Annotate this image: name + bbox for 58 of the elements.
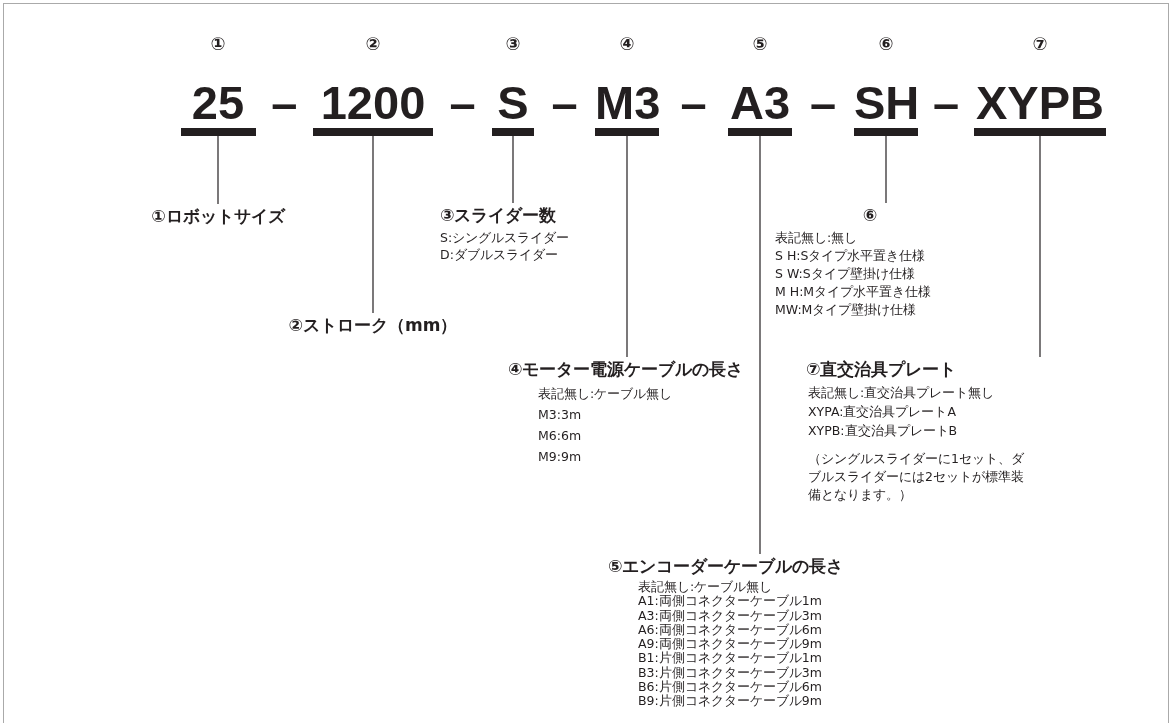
leader-line — [1039, 135, 1041, 358]
option-item: A9:両側コネクターケーブル9m — [637, 637, 823, 652]
option-item: M3:3m — [537, 406, 583, 424]
code-segment: XYPB — [974, 78, 1106, 136]
leader-line — [372, 135, 374, 314]
option-item: 表記無し:ケーブル無し — [637, 580, 774, 595]
leader-line — [885, 135, 887, 204]
code-segment: S — [492, 78, 534, 136]
option-item: M9:9m — [537, 448, 583, 466]
option-item: B9:片側コネクターケーブル9m — [637, 694, 823, 709]
section-heading: ②ストローク（mm） — [287, 314, 459, 337]
option-item: A3:両側コネクターケーブル3m — [637, 608, 823, 623]
section-heading: ①ロボットサイズ — [150, 205, 287, 228]
option-item: B3:片側コネクターケーブル3m — [637, 665, 823, 680]
circled-number: ④ — [618, 33, 636, 55]
code-segment: 25 — [180, 78, 256, 136]
leader-line — [512, 135, 514, 204]
code-segment: 1200 — [313, 78, 433, 136]
circled-number: ③ — [504, 33, 522, 55]
option-item: S W:Sタイプ壁掛け仕様 — [775, 265, 916, 283]
option-item: 表記無し:無し — [775, 229, 859, 247]
code-segment: SH — [854, 78, 918, 136]
section-heading: ④モーター電源ケーブルの長さ — [508, 358, 745, 381]
hyphen-separator: – — [271, 78, 298, 128]
leader-line — [759, 135, 761, 555]
circled-number: ⑤ — [751, 33, 769, 55]
option-item: A6:両側コネクターケーブル6m — [637, 622, 823, 637]
option-item: XYPA:直交治具プレートA — [807, 403, 958, 421]
option-item: S H:Sタイプ水平置き仕様 — [775, 247, 927, 265]
leader-line — [217, 135, 219, 205]
option-item: B6:片側コネクターケーブル6m — [637, 680, 823, 695]
hyphen-separator: – — [933, 78, 960, 128]
circled-number: ② — [364, 33, 382, 55]
leader-line — [626, 135, 628, 358]
option-item: M H:Mタイプ水平置き仕様 — [775, 283, 933, 301]
note-text: （シングルスライダーに1セット、ダブルスライダーには2セットが標準装備となります。） — [807, 450, 1025, 504]
hyphen-separator: – — [449, 78, 476, 128]
option-item: D:ダブルスライダー — [440, 246, 559, 263]
option-item: B1:片側コネクターケーブル1m — [637, 651, 823, 666]
section-heading: ⑥ — [861, 204, 879, 227]
option-item: XYPB:直交治具プレートB — [807, 422, 959, 440]
code-segment: A3 — [728, 78, 792, 136]
section-heading: ⑤エンコーダーケーブルの長さ — [608, 555, 845, 578]
hyphen-separator: – — [680, 78, 707, 128]
code-segment: M3 — [595, 78, 659, 136]
option-item: 表記無し:直交治具プレート無し — [807, 384, 996, 402]
circled-number: ⑥ — [877, 33, 895, 55]
hyphen-separator: – — [810, 78, 837, 128]
option-item: MW:Mタイプ壁掛け仕様 — [775, 301, 918, 319]
hyphen-separator: – — [551, 78, 578, 128]
option-item: A1:両側コネクターケーブル1m — [637, 594, 823, 609]
section-heading: ⑦直交治具プレート — [806, 358, 958, 381]
circled-number: ⑦ — [1031, 33, 1049, 55]
section-heading: ③スライダー数 — [440, 204, 558, 227]
option-item: S:シングルスライダー — [440, 229, 571, 246]
circled-number: ① — [209, 33, 227, 55]
option-item: M6:6m — [537, 427, 583, 445]
option-item: 表記無し:ケーブル無し — [537, 385, 674, 403]
